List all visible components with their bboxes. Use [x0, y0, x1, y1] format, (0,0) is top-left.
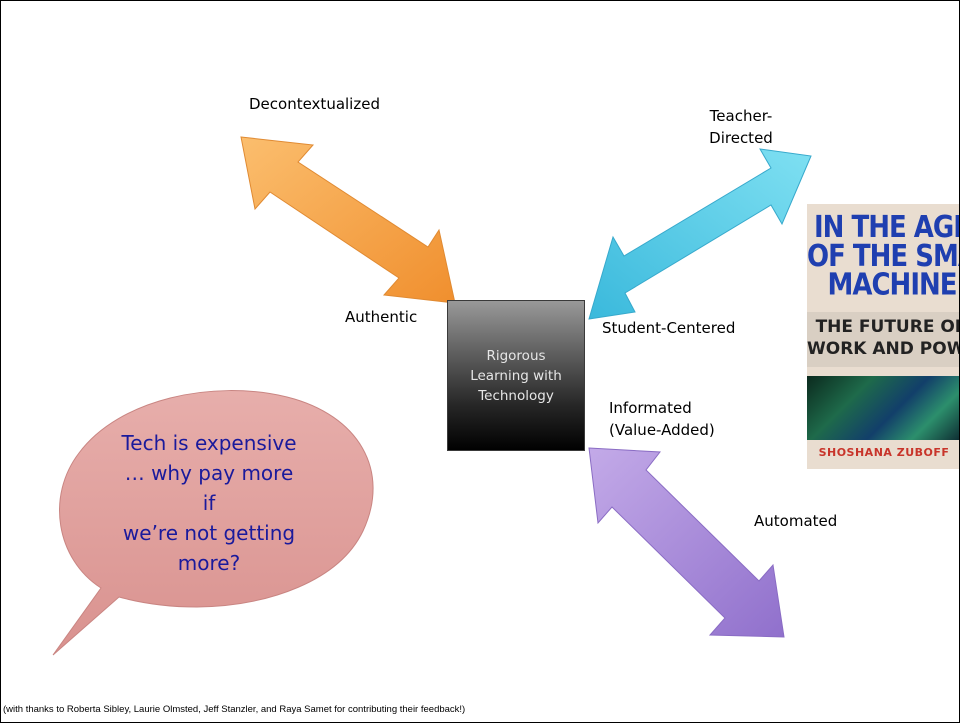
label-teacher-directed-line2: Directed — [709, 129, 773, 147]
book-subtitle: THE FUTURE OF WORK AND POWER — [807, 316, 960, 360]
label-informated: Informated (Value-Added) — [609, 397, 715, 441]
book-title-line2: OF THE SMART — [807, 239, 959, 274]
label-informated-line2: (Value-Added) — [609, 421, 715, 439]
center-box-line3: Technology — [478, 387, 554, 404]
center-box-line1: Rigorous — [486, 347, 546, 364]
label-informated-line1: Informated — [609, 399, 692, 417]
book-cover-image: IN THE AGE OF THE SMART MACHINE THE FUTU… — [807, 204, 960, 469]
bubble-line1: Tech is expensive — [121, 431, 297, 455]
book-title-line3: MACHINE — [827, 268, 957, 303]
bubble-line3: we’re not getting — [122, 521, 296, 545]
book-subtitle-band — [807, 312, 959, 367]
label-teacher-directed-line1: Teacher- — [709, 107, 773, 125]
label-authentic: Authentic — [345, 308, 418, 326]
speech-bubble — [52, 390, 374, 656]
bubble-line2: … why pay more if — [124, 461, 294, 515]
purple-double-arrow — [588, 447, 785, 638]
book-subtitle-line1: THE FUTURE OF — [815, 317, 960, 337]
book-subtitle-line2: WORK AND POWER — [807, 339, 959, 359]
book-title-line1: IN THE AGE — [813, 210, 960, 246]
cyan-double-arrow — [588, 148, 812, 320]
book-author: SHOSHANA ZUBOFF — [818, 446, 950, 459]
label-decontextualized: Decontextualized — [249, 95, 380, 113]
label-automated: Automated — [754, 512, 838, 530]
footnote: (with thanks to Roberta Sibley, Laurie O… — [3, 704, 466, 715]
book-title: IN THE AGE OF THE SMART MACHINE — [807, 210, 960, 303]
orange-double-arrow — [240, 136, 456, 304]
center-box-line2: Learning with — [470, 367, 562, 384]
label-teacher-directed: Teacher- Directed — [696, 105, 786, 149]
bubble-line4: more? — [177, 551, 241, 575]
book-cover-artwork — [807, 376, 959, 440]
center-concept-box: Rigorous Learning with Technology — [447, 300, 585, 451]
label-student-centered: Student-Centered — [602, 319, 736, 337]
speech-bubble-text: Tech is expensive … why pay more if we’r… — [119, 428, 299, 578]
